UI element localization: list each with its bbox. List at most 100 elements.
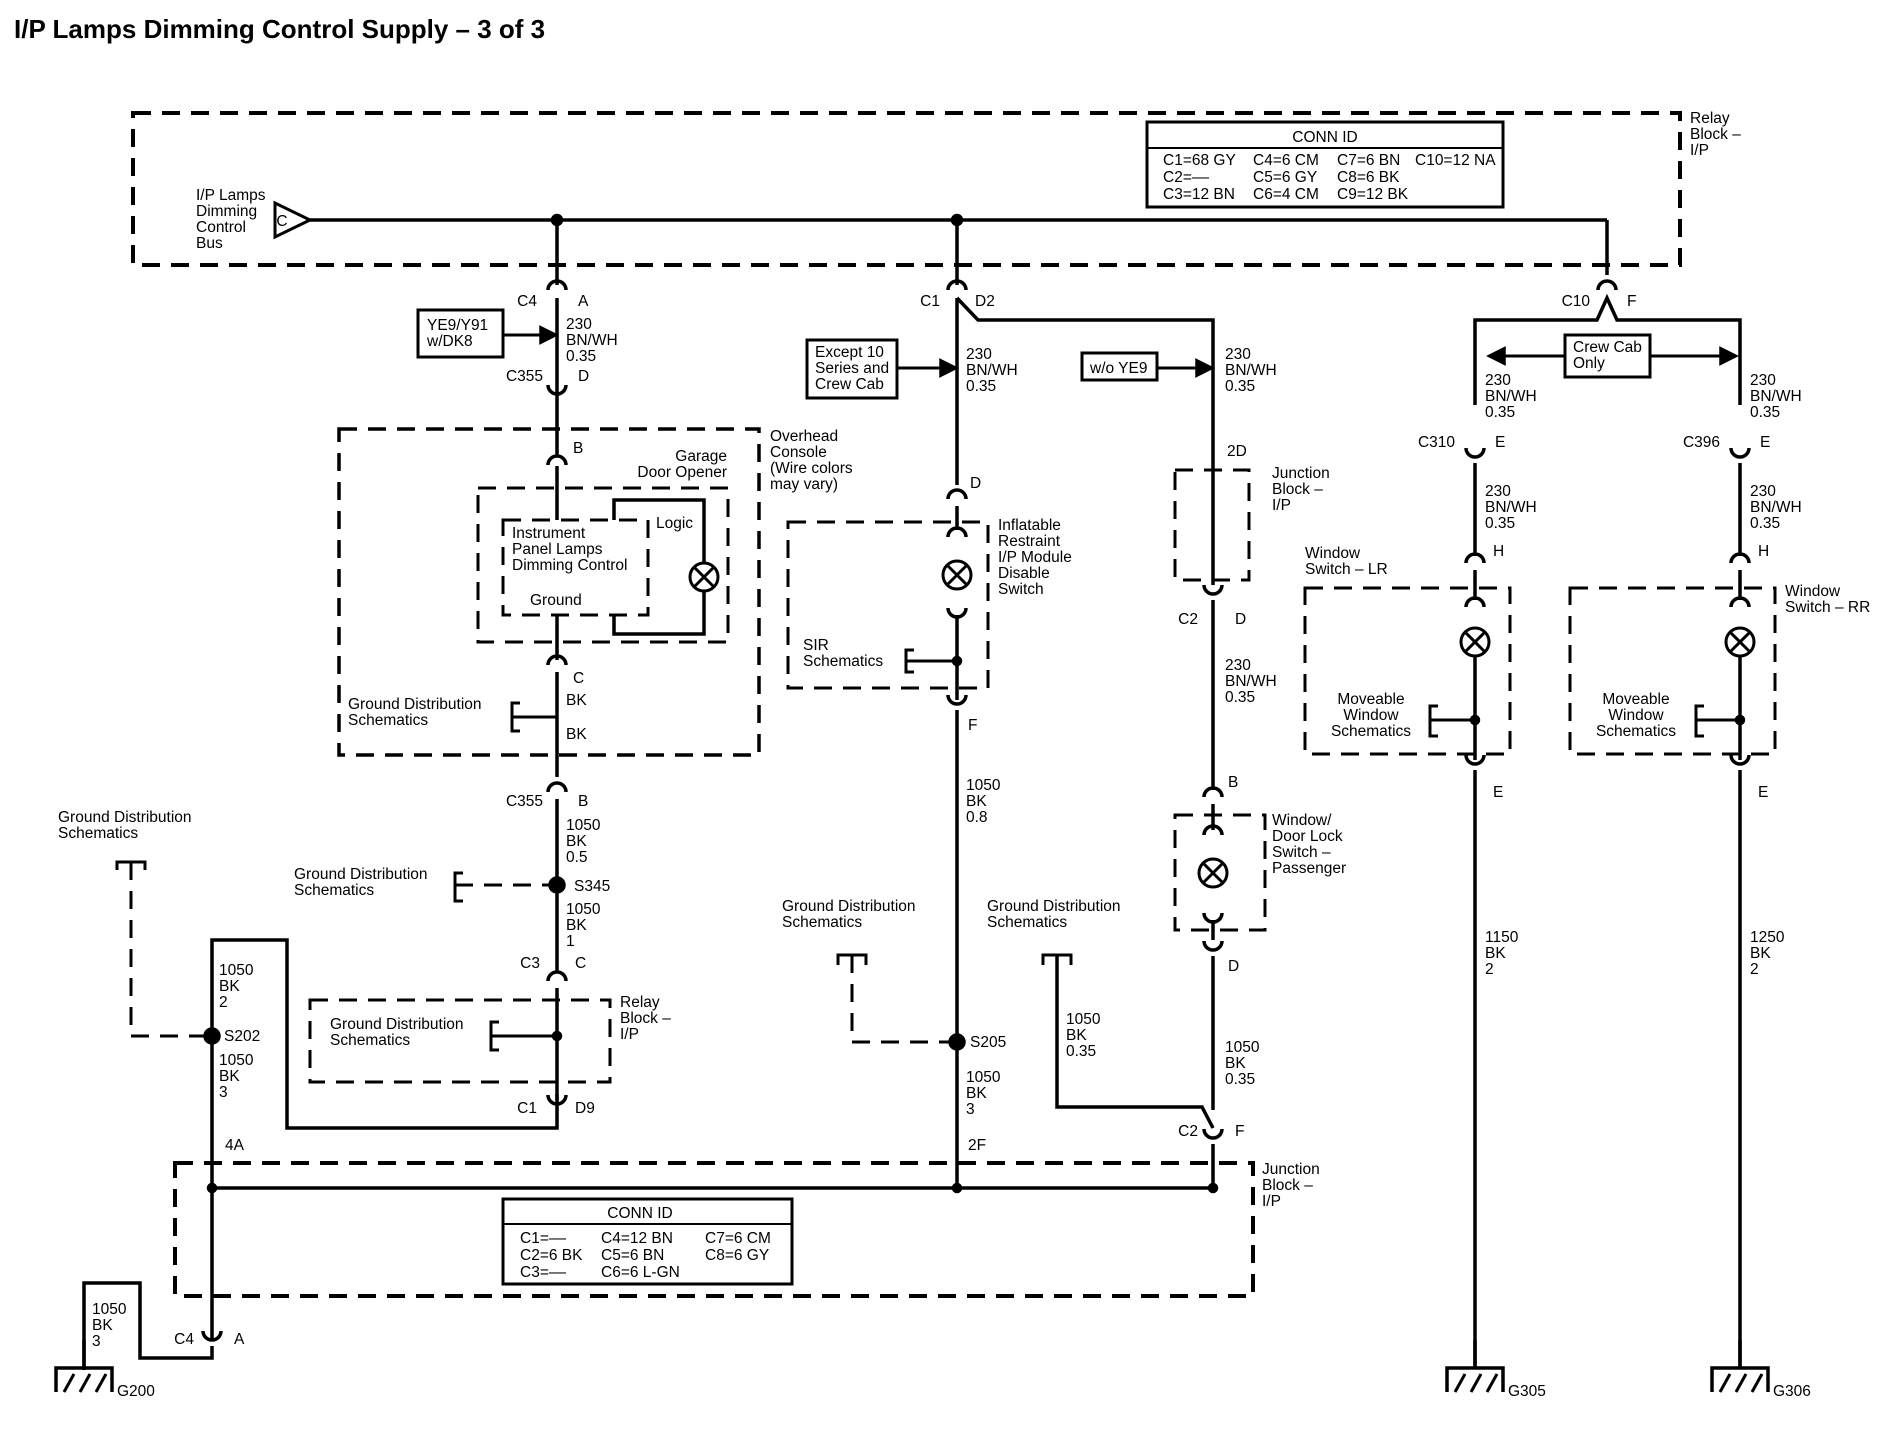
lr-internal-icon xyxy=(1464,596,1486,608)
bus-label-line: I/P Lamps xyxy=(196,187,266,204)
relay-ground-ref-label-line: Ground Distribution xyxy=(330,1016,464,1033)
option-arrow-icon xyxy=(1195,358,1215,378)
bus-label-line: Control xyxy=(196,219,246,236)
option-arrow-icon xyxy=(539,325,559,345)
bus-letter: C xyxy=(276,213,287,230)
wire-g200-label-line: BK xyxy=(92,1317,113,1334)
c2-d-pin-label: D xyxy=(1235,611,1246,628)
rr-pin-h-label: H xyxy=(1758,543,1769,560)
conn-id-top-cell: C10=12 NA xyxy=(1415,152,1496,169)
pin-4a-label: 4A xyxy=(225,1137,245,1154)
junction-block-bottom-label-line: Junction xyxy=(1262,1161,1320,1178)
wire-1050-035-label-line: BK xyxy=(1225,1055,1246,1072)
inflatable-restraint-label-line: Restraint xyxy=(998,533,1061,550)
wire-1050-2-label-line: 1050 xyxy=(219,962,254,979)
wire-1050-3-col2-label-line: 3 xyxy=(966,1101,975,1118)
lr-pin-h-label: H xyxy=(1493,543,1504,560)
wire-1050-1-label-line: BK xyxy=(566,917,587,934)
inflatable-restraint-label-line: I/P Module xyxy=(998,549,1072,566)
relay-block-top-label-line: I/P xyxy=(1690,142,1709,159)
window-switch-rr-label-line: Switch – RR xyxy=(1785,599,1870,616)
window-door-lock-label-line: Window/ xyxy=(1272,812,1332,829)
lr-moveable-ref-label-line: Window xyxy=(1343,707,1399,724)
c2-f-label: C2 xyxy=(1178,1123,1198,1140)
c4-label: C4 xyxy=(517,293,537,310)
wire-230-col3-label-line: 0.35 xyxy=(1225,378,1255,395)
ipl-dimming-control-outline xyxy=(501,518,650,617)
junction-block-right-outline xyxy=(1173,468,1251,582)
conn-id-top-cell: C4=6 CM xyxy=(1253,152,1319,169)
s202-splice-dot xyxy=(203,1027,221,1045)
lr-moveable-ref-label-line: Moveable xyxy=(1337,691,1404,708)
c10-connector-icon xyxy=(1596,279,1618,291)
sir-dot xyxy=(951,655,963,667)
wire-230-col2-label-line: 0.35 xyxy=(966,378,996,395)
col2-pin-d-icon xyxy=(946,488,968,500)
overhead-pin-c-icon xyxy=(546,654,568,666)
bk-label: BK xyxy=(566,692,587,709)
lr-wire-230b-label-line: 230 xyxy=(1485,483,1511,500)
except-10-option-label-line: Except 10 xyxy=(815,344,884,361)
lr-moveable-ref-label-line: Schematics xyxy=(1331,723,1411,740)
wire-1050-035-b-label-line: 1050 xyxy=(1066,1011,1101,1028)
c2-f-connector-icon xyxy=(1202,1128,1224,1140)
wire-1050-3-label-line: 3 xyxy=(219,1084,228,1101)
junction-block-bottom-outline xyxy=(173,1161,1255,1298)
lr-ground-label: G305 xyxy=(1508,1383,1546,1400)
lr-pin-e2-icon xyxy=(1464,754,1486,766)
conn-id-bottom-cell: C1=–– xyxy=(520,1230,566,1247)
c1-d2-connector-icon xyxy=(946,279,968,291)
relay-block-top-outline xyxy=(131,111,1682,267)
g305-ground-icon xyxy=(1445,1366,1505,1392)
wire-230-label-line: 0.35 xyxy=(566,348,596,365)
lr-pin-h-icon xyxy=(1464,552,1486,564)
ground-hatch xyxy=(62,1373,76,1393)
col2-internal-icon xyxy=(946,526,968,538)
wire-230-label-line: BN/WH xyxy=(566,332,618,349)
window-door-pin-b-label: B xyxy=(1228,774,1238,791)
page-title: I/P Lamps Dimming Control Supply – 3 of … xyxy=(14,14,545,44)
ground-hatch xyxy=(1469,1373,1483,1393)
overhead-console-label-line: Console xyxy=(770,444,827,461)
relay-block-mid-outline xyxy=(308,998,612,1084)
window-door-pin-d-icon xyxy=(1202,940,1224,952)
wire-1050-035-label-line: 1050 xyxy=(1225,1039,1260,1056)
window-door-pin-b-icon xyxy=(1202,786,1224,798)
junction-block-right-label-line: Block – xyxy=(1272,481,1323,498)
option-arrow-icon xyxy=(939,358,959,378)
rr-moveable-ref-label-line: Window xyxy=(1608,707,1664,724)
c2-f-pin-label: F xyxy=(1235,1123,1244,1140)
overhead-console-label-line: may vary) xyxy=(770,476,838,493)
s202-ground-ref-label-line: Ground Distribution xyxy=(58,809,192,826)
junction-block-bottom-label-line: Block – xyxy=(1262,1177,1313,1194)
wire-g200 xyxy=(82,1281,214,1370)
relay-block-mid-label-line: I/P xyxy=(620,1026,639,1043)
c10-label: C10 xyxy=(1562,293,1591,310)
c355-label: C355 xyxy=(506,368,543,385)
wire-1050-035-label-line: 0.35 xyxy=(1225,1071,1255,1088)
relay-ground-dot xyxy=(551,1030,563,1042)
c3-connector-icon xyxy=(546,970,568,982)
garage-door-opener-label-line: Door Opener xyxy=(637,464,727,481)
conn-id-bottom-cell: C6=6 L-GN xyxy=(601,1264,680,1281)
rr-wire-230b-label-line: BN/WH xyxy=(1750,499,1802,516)
conn-id-top-cell: C6=4 CM xyxy=(1253,186,1319,203)
pin-2d-label: 2D xyxy=(1227,443,1247,460)
conn-id-top-cell: C9=12 BK xyxy=(1337,186,1409,203)
sir-ref-label-line: Schematics xyxy=(803,653,883,670)
rr-pin-e2-icon xyxy=(1729,754,1751,766)
inflatable-restraint-label-line: Inflatable xyxy=(998,517,1061,534)
window-door-lock-label-line: Switch – xyxy=(1272,844,1331,861)
overhead-console-outline xyxy=(337,427,761,757)
ground-hatch xyxy=(94,1373,108,1393)
ipl-dimming-control-label-line: Instrument xyxy=(512,525,586,542)
overhead-ground-ref-label-line: Schematics xyxy=(348,712,428,729)
c2-d-connector-icon xyxy=(1202,584,1224,596)
conn-id-bottom-header: CONN ID xyxy=(607,1205,672,1222)
option-arrow-icon xyxy=(1486,346,1506,366)
c1-d2-pin-label: D2 xyxy=(975,293,995,310)
rr-wire-230-label-line: BN/WH xyxy=(1750,388,1802,405)
s205-ground-ref-label-line: Ground Distribution xyxy=(782,898,916,915)
c4-bottom-label: C4 xyxy=(174,1331,194,1348)
